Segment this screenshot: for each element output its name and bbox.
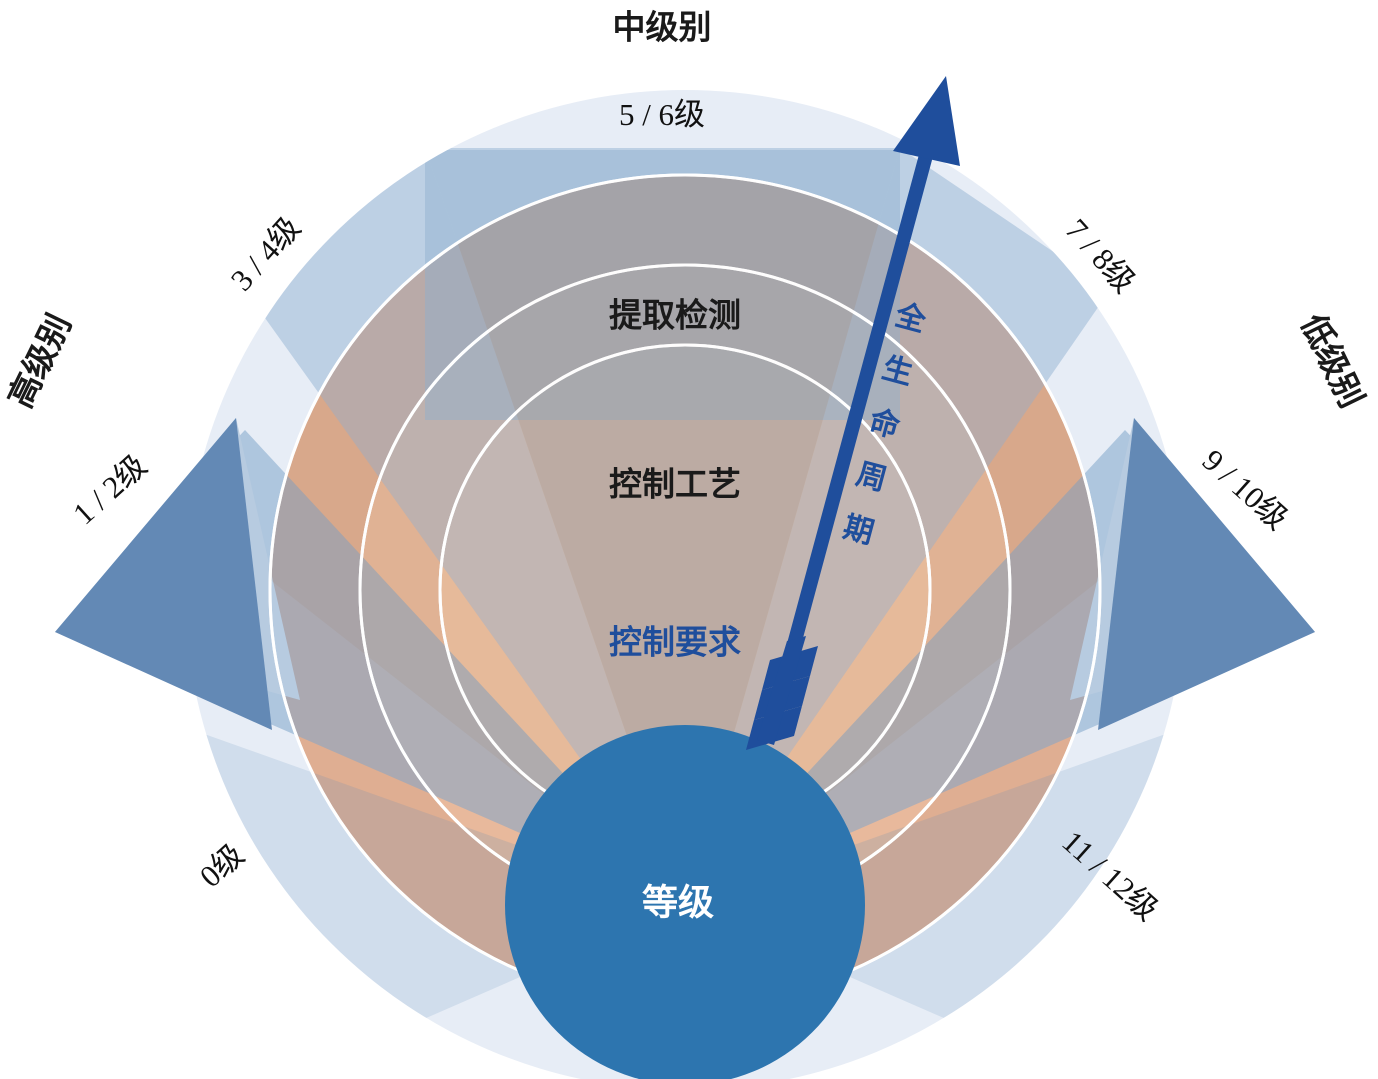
axis-label-left: 高级别: [1, 308, 78, 413]
core-label: 等级: [642, 882, 714, 923]
axis-label-right: 低级别: [1294, 308, 1371, 413]
arrow-head-icon: [893, 76, 960, 166]
orange-shade-left: [270, 290, 685, 905]
outer-wedge-tips: [55, 418, 1315, 730]
core-circle: [505, 725, 865, 1079]
level-label-0: 0级: [193, 837, 251, 894]
band-label-inner: 控制要求: [609, 624, 741, 661]
top-wedge-overlay: [425, 150, 900, 420]
band-label-outer: 提取检测: [609, 297, 741, 334]
wedge-tip-9-10-dark: [1098, 418, 1315, 730]
wedge-5-6: [425, 148, 900, 905]
arrow-fletching-icon: [746, 636, 818, 750]
orange-shade-right: [685, 290, 1100, 905]
lifecycle-arrow: [746, 76, 960, 750]
level-label-5-6: 5 / 6级: [619, 97, 705, 132]
arrow-shaft: [772, 146, 935, 702]
orange-shade-center: [425, 175, 900, 905]
band-label-middle: 控制工艺: [609, 466, 741, 503]
axis-label-top: 中级别: [613, 9, 712, 46]
wedge-top-flat: [425, 150, 900, 420]
level-label-1-2: 1 / 2级: [66, 448, 153, 532]
wedge-tip-1-2-dark: [55, 418, 272, 730]
